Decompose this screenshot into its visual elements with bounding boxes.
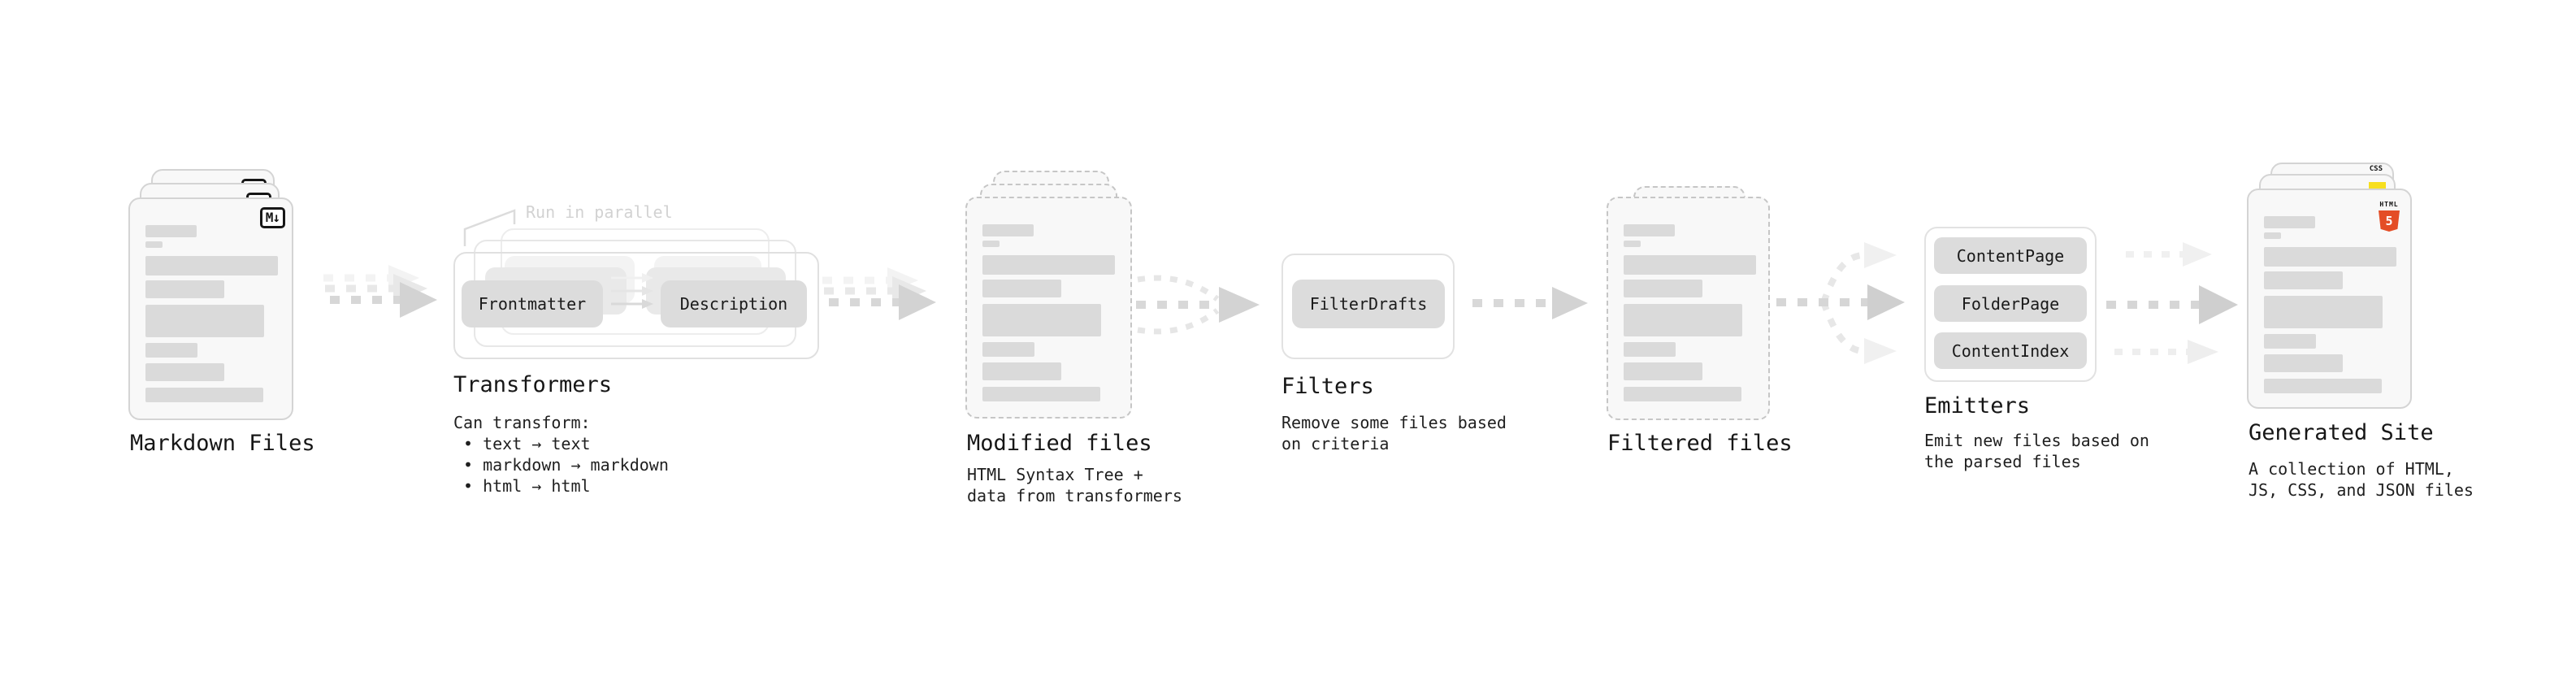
- skeleton-line: [2264, 232, 2281, 239]
- flow-arrow-emitters-to-site: [2106, 242, 2238, 364]
- skeleton-line: [982, 362, 1061, 380]
- html5-icon-number: 5: [2385, 214, 2393, 228]
- emitter-content-page-pill: ContentPage: [1934, 237, 2087, 274]
- description-line: on criteria: [1281, 434, 1390, 453]
- html5-icon-shield: 5: [2379, 210, 2400, 232]
- skeleton-line: [982, 255, 1115, 275]
- description-line: • text → text: [463, 434, 591, 453]
- skeleton-line: [1624, 362, 1702, 380]
- skeleton-line: [1624, 255, 1756, 275]
- annotation-leader-line: [463, 209, 516, 246]
- description-line: HTML Syntax Tree +: [967, 465, 1143, 484]
- transformer-frontmatter-pill: Frontmatter: [462, 280, 603, 327]
- stage-label-filtered-files: Filtered files: [1607, 431, 1793, 456]
- stage-label-emitters: Emitters: [1924, 393, 2031, 419]
- html5-icon: HTML 5: [2377, 194, 2401, 232]
- stage-label-markdown-files: Markdown Files: [130, 431, 315, 456]
- emitter-content-index-pill: ContentIndex: [1934, 332, 2087, 369]
- stage-label-filters: Filters: [1281, 374, 1374, 399]
- transformer-description-pill: Description: [661, 280, 807, 327]
- skeleton-line: [145, 305, 264, 337]
- skeleton-line: [2264, 271, 2343, 289]
- skeleton-line: [982, 387, 1100, 401]
- description-line: • html → html: [463, 476, 591, 496]
- emitters-description: Emit new files based on the parsed files: [1924, 430, 2149, 472]
- run-in-parallel-annotation: Run in parallel: [526, 202, 673, 222]
- stage-label-transformers: Transformers: [453, 372, 613, 397]
- skeleton-line: [1624, 304, 1742, 336]
- skeleton-line: [2264, 334, 2316, 349]
- skeleton-line: [982, 304, 1101, 336]
- skeleton-line: [1624, 224, 1675, 236]
- skeleton-line: [145, 256, 278, 275]
- description-line: data from transformers: [967, 486, 1182, 505]
- site-file-card-html: HTML 5: [2247, 189, 2412, 409]
- markdown-icon: M↓: [259, 207, 285, 228]
- skeleton-line: [1624, 387, 1741, 401]
- parallel-arrows-icon: [611, 273, 653, 309]
- skeleton-line: [2264, 379, 2382, 393]
- skeleton-line: [145, 363, 224, 381]
- flow-arrow-transformers-to-modified: [822, 267, 936, 320]
- skeleton-line: [1624, 342, 1676, 357]
- description-line: JS, CSS, and JSON files: [2249, 480, 2474, 500]
- skeleton-line: [145, 280, 224, 298]
- description-line: • markdown → markdown: [463, 455, 669, 475]
- skeleton-line: [982, 241, 1000, 247]
- skeleton-line: [2264, 247, 2396, 267]
- flow-arrow-markdown-to-transformers: [323, 265, 437, 318]
- emitter-folder-page-pill: FolderPage: [1934, 285, 2087, 322]
- js-icon: [2369, 182, 2386, 191]
- skeleton-line: [145, 388, 263, 402]
- markdown-file-card-front: M↓: [128, 197, 293, 420]
- transformer-box-front: [453, 252, 819, 359]
- description-line: A collection of HTML,: [2249, 459, 2454, 479]
- stage-label-modified-files: Modified files: [967, 431, 1152, 456]
- modified-files-description: HTML Syntax Tree + data from transformer…: [967, 464, 1182, 506]
- skeleton-line: [982, 342, 1034, 357]
- transformers-description: Can transform: • text → text • markdown …: [453, 412, 669, 497]
- flow-arrow-filtered-to-emitters: [1776, 242, 1905, 364]
- skeleton-line: [2264, 354, 2343, 372]
- skeleton-line: [982, 224, 1034, 236]
- html5-icon-word: HTML: [2379, 201, 2399, 208]
- filter-drafts-pill: FilterDrafts: [1292, 280, 1445, 328]
- skeleton-line: [145, 225, 197, 237]
- generated-site-description: A collection of HTML, JS, CSS, and JSON …: [2249, 458, 2474, 501]
- description-line: the parsed files: [1924, 452, 2081, 471]
- description-line: Emit new files based on: [1924, 431, 2149, 450]
- flow-arrow-filters-to-filtered: [1472, 287, 1588, 319]
- flow-arrow-modified-to-filters: [1136, 275, 1260, 335]
- filters-description: Remove some files based on criteria: [1281, 412, 1507, 454]
- skeleton-line: [982, 280, 1061, 297]
- description-line: Remove some files based: [1281, 413, 1507, 432]
- skeleton-line: [1624, 241, 1641, 247]
- filtered-file-card-front: [1607, 197, 1770, 420]
- skeleton-line: [2264, 216, 2315, 228]
- skeleton-line: [145, 241, 163, 248]
- description-line: Can transform:: [453, 413, 591, 432]
- modified-file-card-front: [965, 197, 1132, 419]
- skeleton-line: [145, 343, 197, 358]
- stage-label-generated-site: Generated Site: [2249, 420, 2434, 445]
- skeleton-line: [1624, 280, 1702, 297]
- skeleton-line: [2264, 296, 2383, 328]
